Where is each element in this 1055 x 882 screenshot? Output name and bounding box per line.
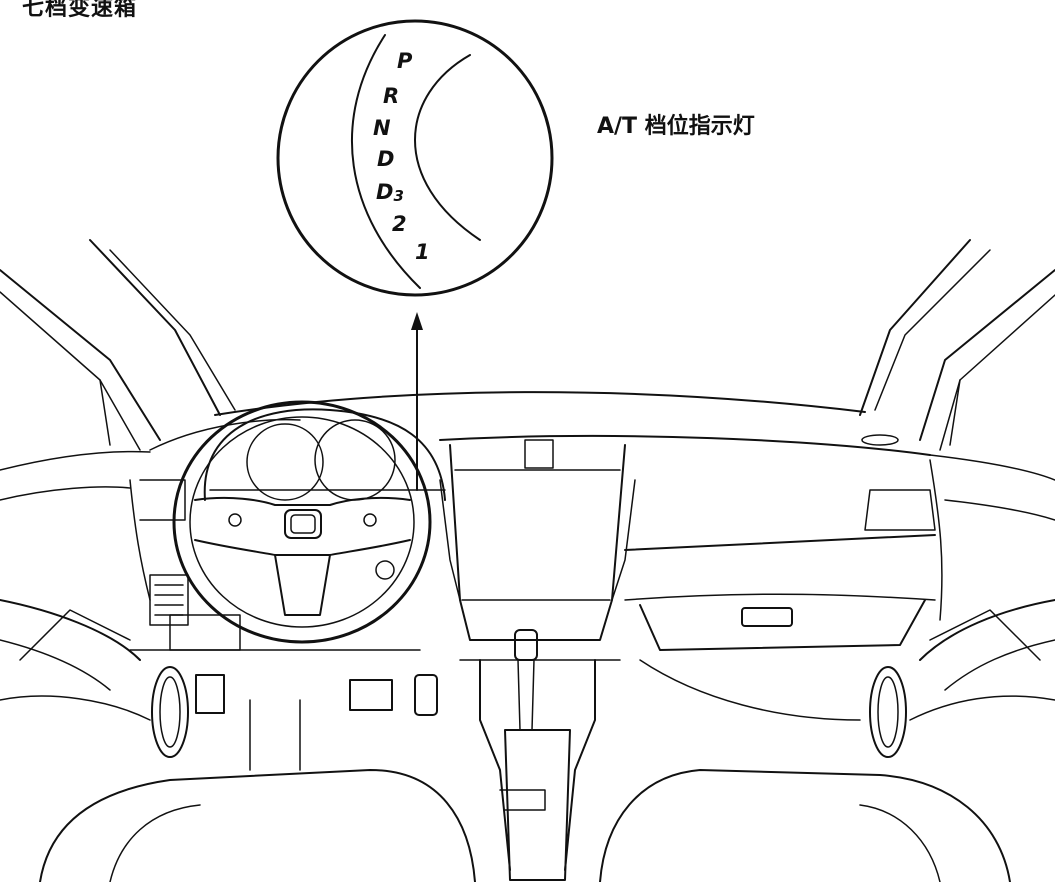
gear-label-0: P xyxy=(397,49,413,73)
right-dashboard xyxy=(624,489,936,721)
magnifier-circle xyxy=(276,19,554,297)
steering-wheel xyxy=(172,400,432,644)
left-lower-dashboard xyxy=(129,574,438,771)
callout-arrow xyxy=(411,312,423,491)
a-pillars xyxy=(0,239,1055,451)
indicator-arc-inner xyxy=(414,54,481,241)
gear-label-4: D3 xyxy=(376,180,404,205)
gear-label-3: D xyxy=(377,147,394,171)
doors xyxy=(0,599,1055,721)
gauge-cluster xyxy=(139,408,446,521)
diagram-title: 七档变速箱 xyxy=(22,0,138,21)
gear-label-6: 1 xyxy=(415,240,430,264)
gear-label-2: N xyxy=(373,116,391,140)
door-vents xyxy=(151,666,907,758)
center-console xyxy=(439,439,636,881)
gear-label-1: R xyxy=(383,84,399,108)
indicator-callout-label: A/T 档位指示灯 xyxy=(597,114,755,139)
seats xyxy=(39,769,1011,882)
gear-label-5: 2 xyxy=(392,212,407,236)
indicator-arc-outer xyxy=(351,34,421,289)
callout-arrow-head xyxy=(411,312,423,330)
dashboard-top xyxy=(0,391,1055,621)
